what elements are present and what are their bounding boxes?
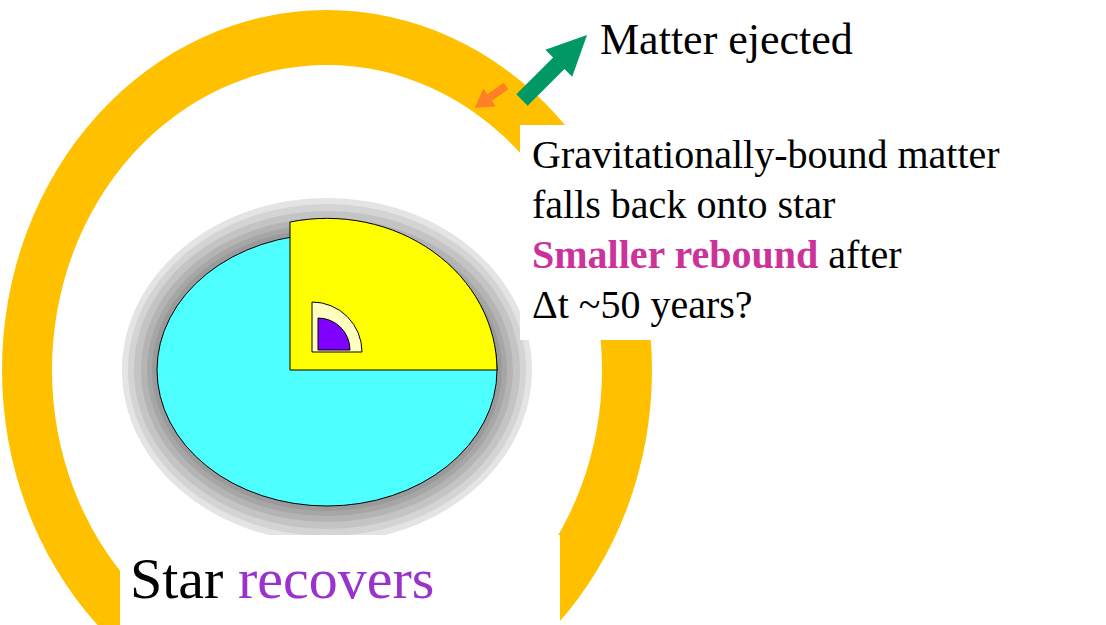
annotation-text: Gravitationally-bound matter falls back … — [532, 130, 1052, 230]
annotation-text: after — [828, 232, 901, 277]
cutaway-layer — [290, 218, 497, 370]
text-ground — [120, 535, 560, 625]
annotation-text: recovers — [238, 546, 434, 611]
core — [318, 318, 350, 350]
fallback-note: Gravitationally-bound matter falls back … — [532, 130, 1052, 330]
ejection-arrow — [509, 22, 601, 114]
text-ground — [520, 125, 1106, 340]
annotation-text: Star — [130, 546, 223, 611]
annotation-text: Smaller rebound — [532, 232, 818, 277]
recovery-note: Starrecovers — [130, 545, 434, 612]
fallback-arrow — [469, 77, 513, 117]
ejected-note: Matter ejected — [600, 14, 853, 65]
envelope — [122, 198, 532, 542]
annotation-text: Δt ~50 years? — [532, 280, 1052, 330]
annotation-text: Matter ejected — [600, 14, 853, 65]
cutaway-shell — [312, 302, 362, 352]
